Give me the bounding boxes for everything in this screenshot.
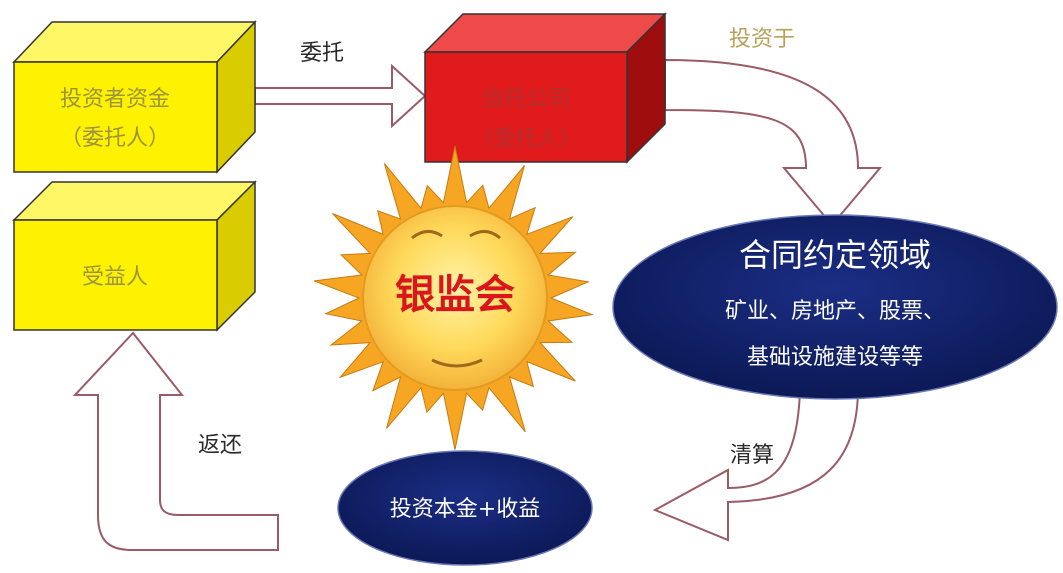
investor-box-line2: （委托人）: [60, 126, 170, 151]
contract-domain-ellipse: [612, 214, 1058, 400]
trust-company-line1: 信托公司: [482, 87, 570, 112]
settle-arrow: [652, 387, 860, 542]
beneficiary-box: [12, 180, 257, 332]
trust-company-box: [423, 12, 667, 164]
regulator-label: 银监会: [395, 271, 515, 318]
contract-domain-line2: 基础设施建设等等: [747, 345, 923, 370]
invest-arrow: [664, 58, 883, 227]
entrust-arrow: [254, 63, 427, 129]
investor-box-line1: 投资者资金: [60, 87, 170, 112]
principal-return-ellipse: [337, 450, 593, 566]
contract-domain-title: 合同约定领域: [739, 236, 931, 274]
invest-label: 投资于: [729, 27, 795, 52]
entrust-label: 委托: [300, 41, 344, 66]
return-arrow: [72, 331, 279, 551]
settle-label: 清算: [730, 443, 774, 468]
regulator-sun: [314, 145, 595, 450]
investor-box: [12, 20, 257, 174]
trust-company-line2: （受托人）: [471, 127, 581, 152]
return-label: 返还: [198, 433, 242, 458]
contract-domain-line1: 矿业、房地产、股票、: [725, 299, 945, 324]
principal-return-label: 投资本金+收益: [390, 497, 540, 522]
beneficiary-box-label: 受益人: [82, 265, 148, 290]
